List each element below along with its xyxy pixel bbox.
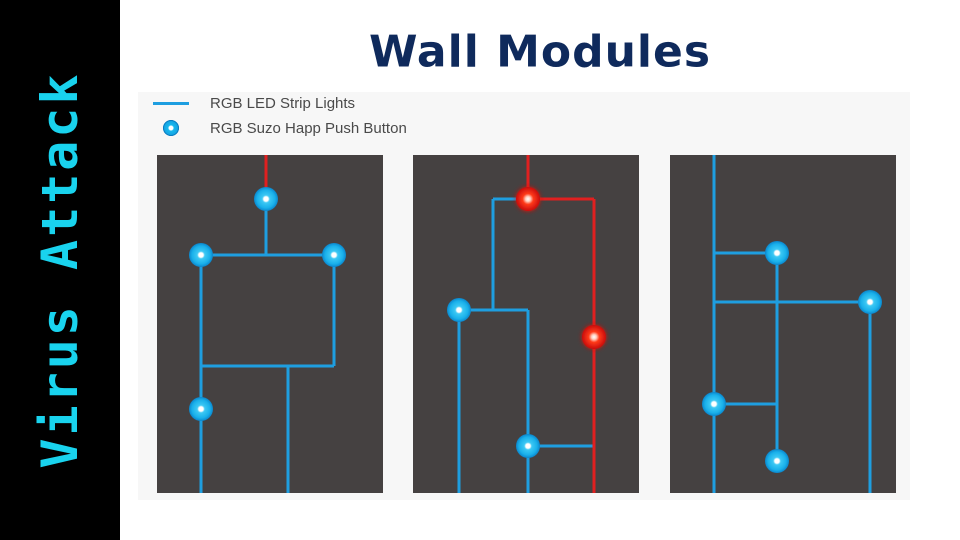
sidebar: Virus Attack [0, 0, 120, 540]
module-2 [413, 155, 639, 493]
push-button-icon [152, 118, 190, 138]
module-1 [157, 155, 383, 493]
module-3-button [702, 392, 726, 416]
module-2-button [447, 298, 471, 322]
module-3-strips [712, 155, 872, 493]
module-2-red-button [582, 325, 606, 349]
module-1-panel [157, 155, 383, 493]
module-3-panel [670, 155, 896, 493]
strip-line-icon [152, 93, 190, 113]
module-3-button [858, 290, 882, 314]
module-3-button [765, 449, 789, 473]
module-1-button [189, 397, 213, 421]
module-1-button [322, 243, 346, 267]
legend-strip-lights: RGB LED Strip Lights [152, 93, 355, 113]
module-1-button [254, 187, 278, 211]
module-1-button [189, 243, 213, 267]
legend-label-button: RGB Suzo Happ Push Button [210, 119, 407, 137]
page-title: Wall Modules [368, 26, 712, 78]
module-3-button [765, 241, 789, 265]
module-2-button [516, 434, 540, 458]
legend-push-button: RGB Suzo Happ Push Button [152, 118, 407, 138]
module-3 [670, 155, 896, 493]
module-2-red-button [516, 187, 540, 211]
legend-label-strip: RGB LED Strip Lights [210, 94, 356, 112]
